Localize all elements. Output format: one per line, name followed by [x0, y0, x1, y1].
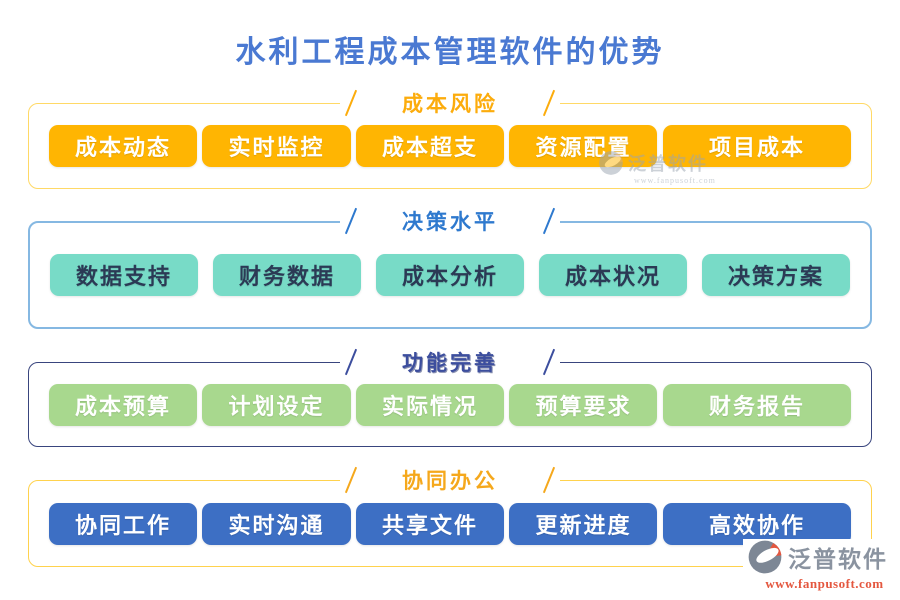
section-complete-functions: 功能完善 成本预算 计划设定 实际情况 预算要求 财务报告 — [28, 345, 872, 447]
feature-pill: 更新进度 — [509, 502, 658, 545]
brand-name: 泛普软件 — [788, 547, 888, 572]
section-header: 决策水平 — [340, 204, 560, 238]
section-header: 功能完善 — [340, 345, 560, 379]
feature-pill: 成本状况 — [538, 254, 687, 296]
feature-pill: 数据支持 — [50, 254, 199, 296]
pill-row: 数据支持 财务数据 成本分析 成本状况 决策方案 — [30, 254, 870, 296]
feature-pill: 成本超支 — [355, 125, 504, 167]
feature-pill: 高效协作 — [662, 502, 851, 545]
brand-logo: 泛普软件 www.fanpusoft.com — [743, 539, 888, 592]
section-cost-risk: 成本风险 成本动态 实时监控 成本超支 资源配置 项目成本 泛普软件 www.f — [28, 86, 872, 189]
feature-pill: 资源配置 — [509, 125, 658, 167]
feature-pill: 财务数据 — [212, 254, 361, 296]
feature-pill: 财务报告 — [662, 383, 851, 426]
slash-icon — [542, 348, 556, 376]
feature-pill: 预算要求 — [509, 383, 658, 426]
fanpu-logo-icon — [748, 540, 782, 574]
section-header: 协同办公 — [340, 463, 560, 497]
page-title: 水利工程成本管理软件的优势 — [235, 36, 665, 69]
feature-pill: 成本分析 — [375, 254, 524, 296]
pill-row: 成本预算 计划设定 实际情况 预算要求 财务报告 — [29, 383, 871, 426]
slash-icon — [542, 466, 556, 494]
section-box: 成本动态 实时监控 成本超支 资源配置 项目成本 — [28, 103, 872, 189]
feature-pill: 决策方案 — [701, 254, 850, 296]
pill-row: 协同工作 实时沟通 共享文件 更新进度 高效协作 — [29, 502, 871, 545]
feature-pill: 实时监控 — [202, 125, 351, 167]
section-box: 数据支持 财务数据 成本分析 成本状况 决策方案 — [28, 221, 872, 329]
section-title: 协同办公 — [402, 469, 498, 493]
section-box: 协同工作 实时沟通 共享文件 更新进度 高效协作 — [28, 480, 872, 567]
pill-row: 成本动态 实时监控 成本超支 资源配置 项目成本 — [29, 125, 871, 167]
feature-pill: 实时沟通 — [202, 502, 351, 545]
slash-icon — [344, 466, 358, 494]
feature-pill: 共享文件 — [355, 502, 504, 545]
section-collaboration: 协同办公 协同工作 实时沟通 共享文件 更新进度 高效协作 — [28, 463, 872, 567]
feature-pill: 计划设定 — [202, 383, 351, 426]
section-box: 成本预算 计划设定 实际情况 预算要求 财务报告 — [28, 362, 872, 447]
slash-icon — [344, 207, 358, 235]
section-title: 功能完善 — [402, 351, 498, 375]
section-decision-level: 决策水平 数据支持 财务数据 成本分析 成本状况 决策方案 — [28, 204, 872, 329]
slash-icon — [344, 89, 358, 117]
feature-pill: 协同工作 — [49, 502, 198, 545]
slash-icon — [344, 348, 358, 376]
feature-pill: 成本动态 — [49, 125, 198, 167]
section-title: 决策水平 — [402, 210, 498, 234]
section-title: 成本风险 — [402, 92, 498, 116]
section-header: 成本风险 — [340, 86, 560, 120]
feature-pill: 实际情况 — [355, 383, 504, 426]
slash-icon — [542, 207, 556, 235]
feature-pill: 成本预算 — [49, 383, 198, 426]
brand-url: www.fanpusoft.com — [765, 576, 884, 591]
feature-pill: 项目成本 — [662, 125, 851, 167]
slash-icon — [542, 89, 556, 117]
